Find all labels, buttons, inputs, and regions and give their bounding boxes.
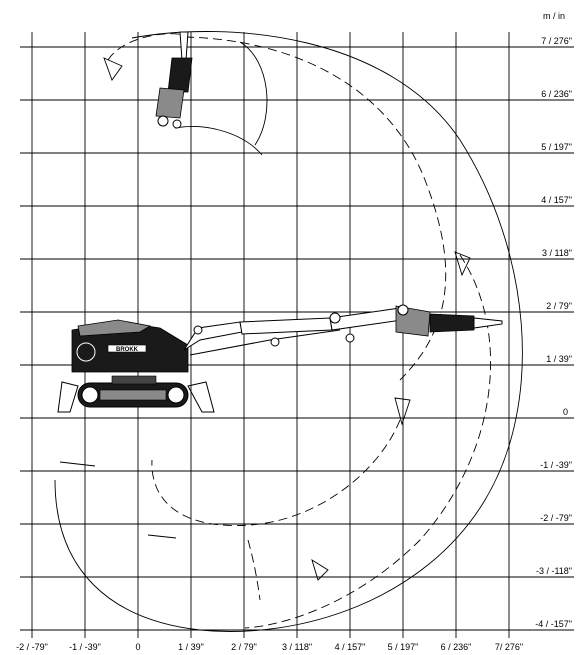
inner-reach-arc bbox=[239, 41, 268, 146]
outer-reach-arc bbox=[54, 31, 523, 632]
machine-vent bbox=[76, 342, 96, 362]
x-tick-label: 6 / 236" bbox=[441, 642, 472, 652]
machine-hood bbox=[77, 319, 152, 337]
boom-joint bbox=[345, 333, 355, 343]
x-tick-label: -2 / -79" bbox=[16, 642, 48, 652]
right-dashed-arc bbox=[244, 254, 491, 629]
y-tick-label: -1 / -39" bbox=[540, 460, 572, 470]
breaker-joint bbox=[172, 119, 182, 129]
x-tick-label: 3 / 118" bbox=[282, 642, 312, 652]
boom-joint bbox=[270, 337, 280, 347]
y-tick-label: 3 / 118" bbox=[542, 248, 572, 258]
lower-dashed-arc bbox=[151, 419, 401, 526]
left-outrigger bbox=[57, 381, 79, 413]
y-tick-label: 2 / 79" bbox=[546, 301, 572, 311]
x-tick-label: 0 bbox=[135, 642, 140, 652]
breaker-housing bbox=[155, 87, 185, 119]
hydraulic-cylinder bbox=[189, 339, 271, 356]
breaker-joint bbox=[157, 115, 169, 127]
y-tick-label: 5 / 197" bbox=[541, 142, 572, 152]
lower-right-tick bbox=[311, 558, 329, 581]
upper-small-arc bbox=[174, 126, 263, 156]
breaker-chisel-extended bbox=[473, 317, 503, 329]
y-tick-label: -4 / -157" bbox=[535, 619, 572, 629]
x-tick-label: 4 / 157" bbox=[335, 642, 366, 652]
x-tick-label: 7/ 276" bbox=[495, 642, 523, 652]
upper-dashed-arc bbox=[107, 33, 186, 61]
hydraulic-cylinder bbox=[269, 329, 341, 341]
track-wheel bbox=[81, 386, 99, 404]
boom-section-2 bbox=[239, 317, 333, 335]
y-tick-label: -2 / -79" bbox=[540, 513, 572, 523]
x-tick-label: 2 / 79" bbox=[231, 642, 257, 652]
raised-breaker-tool bbox=[155, 31, 193, 129]
left-small-line bbox=[59, 461, 96, 467]
machine-badge-text: BROKK bbox=[116, 347, 139, 353]
breaker-body bbox=[167, 57, 193, 93]
x-tick-label: -1 / -39" bbox=[69, 642, 101, 652]
outer-dashed-arc bbox=[184, 36, 447, 381]
lower-small-line bbox=[147, 534, 177, 539]
breaker-chisel bbox=[179, 31, 189, 61]
y-tick-label: 1 / 39" bbox=[546, 354, 572, 364]
unit-label: m / in bbox=[543, 11, 565, 21]
breaker-joint bbox=[397, 304, 409, 316]
y-tick-label: 4 / 157" bbox=[541, 195, 572, 205]
y-tick-label: 7 / 276" bbox=[541, 36, 572, 46]
right-outrigger bbox=[187, 381, 215, 413]
machine-badge bbox=[107, 344, 147, 353]
right-edge-tick bbox=[454, 251, 471, 277]
lower-small-dashed bbox=[247, 539, 261, 601]
track-frame bbox=[99, 389, 167, 401]
y-tick-label: 6 / 236" bbox=[541, 89, 572, 99]
x-axis-labels: -2 / -79" -1 / -39" 0 1 / 39" 2 / 79" 3 … bbox=[16, 642, 523, 652]
boom-joint bbox=[329, 312, 341, 324]
y-tick-label: -3 / -118" bbox=[536, 566, 572, 576]
boom-section-1 bbox=[183, 321, 243, 351]
y-axis-labels: 7 / 276" 6 / 236" 5 / 197" 4 / 157" 3 / … bbox=[535, 36, 572, 629]
x-tick-label: 1 / 39" bbox=[178, 642, 204, 652]
track-wheel bbox=[167, 386, 185, 404]
breaker-body-extended bbox=[429, 313, 475, 333]
right-lower-tick bbox=[394, 397, 411, 426]
undercarriage bbox=[111, 375, 157, 385]
reach-envelope bbox=[54, 31, 523, 632]
boom-joint bbox=[193, 325, 203, 335]
demolition-machine: BROKK bbox=[57, 304, 503, 413]
boom-section-3 bbox=[329, 307, 403, 331]
x-tick-label: 5 / 197" bbox=[388, 642, 419, 652]
left-top-tick bbox=[103, 57, 123, 81]
y-tick-label: 0 bbox=[563, 407, 568, 417]
